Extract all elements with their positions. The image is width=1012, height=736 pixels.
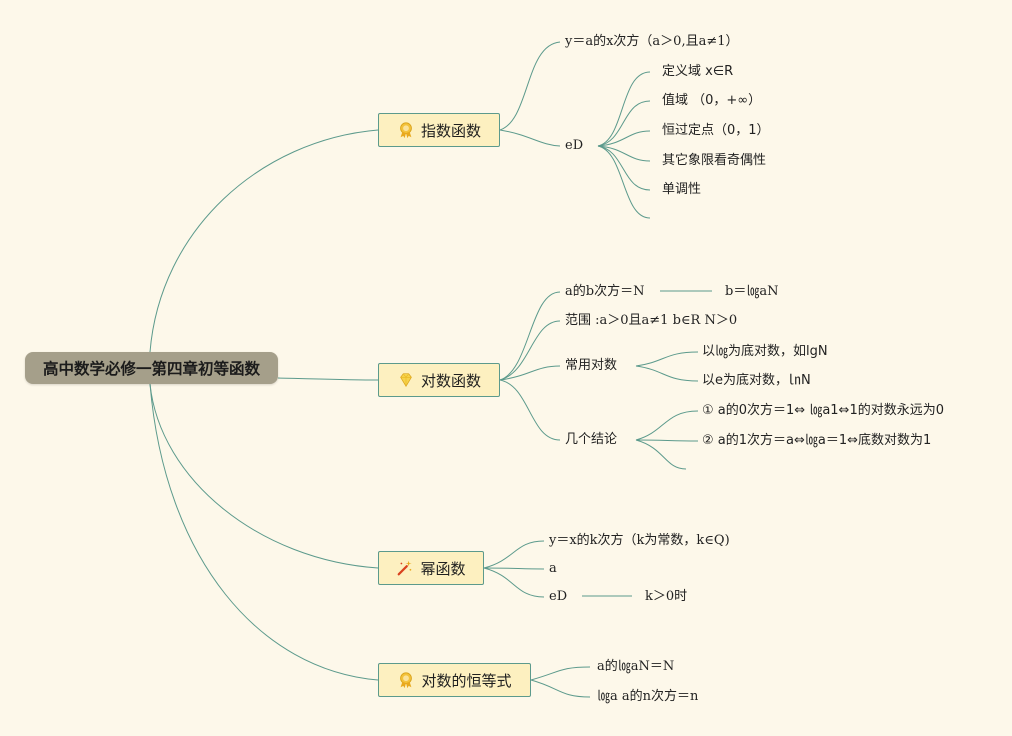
branch-label: 对数函数	[420, 371, 481, 390]
branch-logarithmic[interactable]: 对数函数	[378, 363, 500, 397]
branch-exponential[interactable]: 指数函数	[378, 113, 500, 147]
power-definition[interactable]: y＝x的k次方（k为常数，k∈Q)	[549, 533, 730, 548]
diamond-icon	[400, 373, 412, 387]
log-conclusion-2[interactable]: ② a的1次方＝a⇔㏒a＝1⇔底数对数为1	[702, 433, 932, 448]
connector-root-pow	[149, 383, 379, 569]
log-conclusion-1[interactable]: ① a的0次方＝1⇔ ㏒a1⇔1的对数永远为0	[702, 403, 944, 418]
magic-wand-icon	[398, 560, 413, 576]
exp-ed-node[interactable]: eD	[565, 138, 584, 153]
log-common-ln[interactable]: 以e为底对数，㏑N	[702, 373, 811, 388]
award-medal-icon	[400, 122, 412, 139]
log-range[interactable]: 范围 :a＞0且a≠1 b∈R N＞0	[565, 313, 738, 328]
power-ed-node[interactable]: eD	[549, 589, 568, 604]
branch-power[interactable]: 幂函数	[378, 551, 484, 585]
log-common-lg[interactable]: 以㏒为底对数，如lgN	[702, 344, 828, 359]
award-medal-icon	[400, 672, 413, 689]
exp-monotonic[interactable]: 单调性	[662, 182, 702, 197]
exp-range[interactable]: 值域 （0，+∞）	[662, 93, 762, 108]
branch-label: 指数函数	[420, 121, 481, 140]
identity-2[interactable]: ㏒a a的n次方＝n	[597, 689, 699, 704]
power-ed-condition[interactable]: k＞0时	[645, 589, 688, 604]
exp-domain[interactable]: 定义域 x∈R	[662, 64, 734, 79]
identity-1[interactable]: a的㏒aN＝N	[597, 659, 675, 674]
log-definition[interactable]: a的b次方＝N	[565, 284, 645, 299]
branch-log-identity[interactable]: 对数的恒等式	[378, 663, 531, 697]
root-topic[interactable]: 高中数学必修一第四章初等函数	[25, 352, 278, 384]
exp-definition[interactable]: y＝a的x次方（a＞0,且a≠1）	[565, 34, 739, 49]
exp-fixed-point[interactable]: 恒过定点（0，1）	[662, 123, 770, 138]
exp-parity[interactable]: 其它象限看奇偶性	[662, 153, 767, 168]
connector-root-log	[277, 377, 379, 381]
branch-label: 对数的恒等式	[421, 671, 512, 690]
log-conclusions-node[interactable]: 几个结论	[565, 432, 618, 447]
branch-label: 幂函数	[420, 559, 466, 578]
root-topic-label: 高中数学必修一第四章初等函数	[42, 360, 260, 378]
power-a[interactable]: a	[549, 561, 557, 576]
connector-root-identity	[149, 383, 379, 681]
log-common-node[interactable]: 常用对数	[565, 358, 618, 373]
log-definition-result[interactable]: b＝㏒aN	[725, 284, 779, 299]
connector-root-exp	[149, 129, 379, 353]
